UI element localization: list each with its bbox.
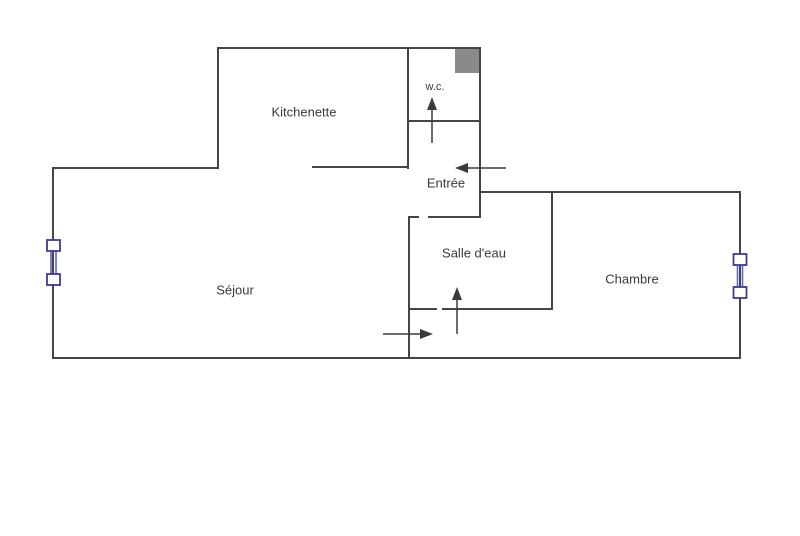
chambre-window-icon <box>732 253 748 299</box>
walls-layer <box>52 47 741 359</box>
salle-d-eau-door-arrow <box>452 287 462 334</box>
shaft-box <box>455 49 479 73</box>
window-frame-square <box>732 286 748 299</box>
windows-layer <box>46 239 748 299</box>
sejour-window-icon <box>46 239 61 286</box>
shaft-layer <box>455 49 479 73</box>
arrow-head <box>455 163 468 173</box>
room-label-chambre: Chambre <box>605 272 658 287</box>
door-arrows-layer <box>383 97 506 339</box>
entrance-door-arrow <box>455 163 506 173</box>
room-label-salle-d-eau: Salle d'eau <box>442 246 506 261</box>
wc-door-arrow <box>427 97 437 143</box>
room-label-sejour: Séjour <box>216 283 254 298</box>
window-frame-square <box>46 239 61 252</box>
window-frame-square <box>732 253 748 266</box>
room-label-wc: w.c. <box>425 81 445 93</box>
room-label-kitchenette: Kitchenette <box>271 105 336 120</box>
hallway-door-arrow <box>383 329 433 339</box>
arrow-head <box>427 97 437 110</box>
room-label-entree: Entrée <box>427 176 465 191</box>
window-frame-square <box>46 273 61 286</box>
arrow-head <box>452 287 462 300</box>
arrow-head <box>420 329 433 339</box>
